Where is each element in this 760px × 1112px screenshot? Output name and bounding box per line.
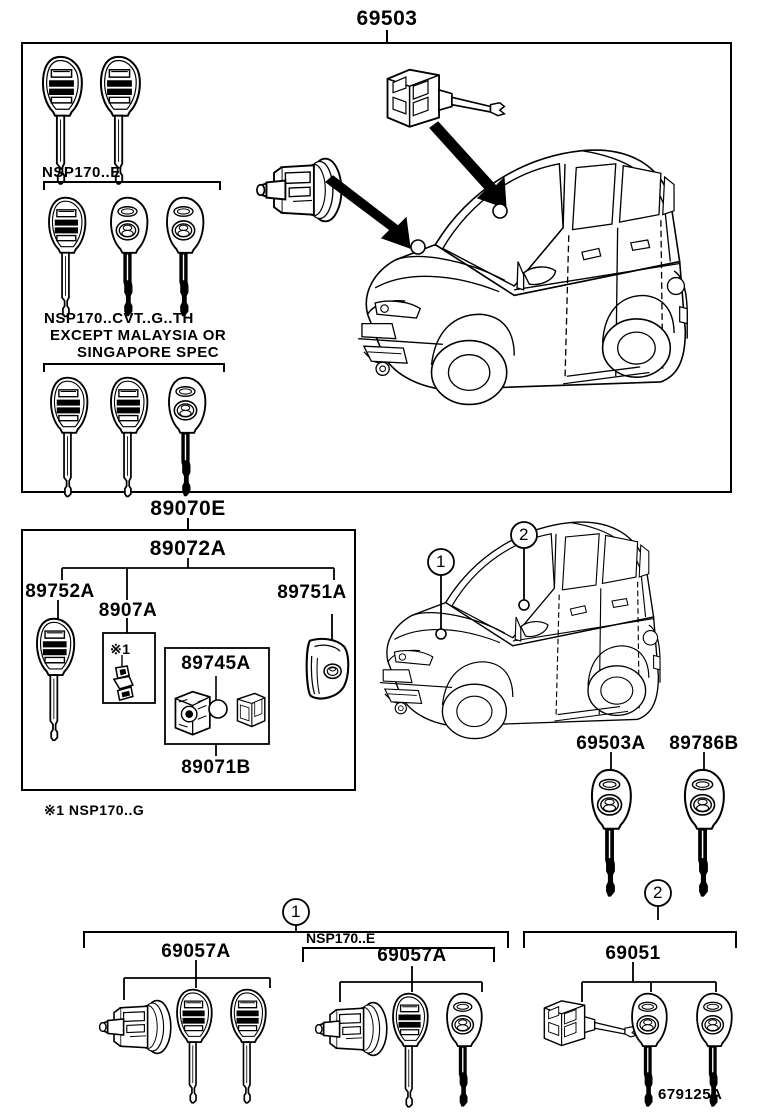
part-label-89751a: 89751A [277,582,347,603]
part-label-69057a-right: 69057A [377,945,447,966]
part-label-89745a: 89745A [181,653,251,674]
part-label-89752a: 89752A [25,581,95,602]
arrow-to-ignition [429,121,507,209]
part-label-8907a: 8907A [98,600,158,621]
part-89786b-key [683,768,725,897]
bracket-group2 [523,931,737,948]
part-label-69057a-left: 69057A [161,941,231,962]
part-69051-ignition-switch [543,1000,637,1047]
locator-dot-ignition [492,203,508,219]
mark-note-1: ※1 [110,641,131,657]
callout-2-number: 2 [519,525,529,544]
vehicle-illustration-top [357,149,688,406]
spec-label-nsp170e-bottom: NSP170..E [306,930,376,946]
spec-label-cvt-line3: SINGAPORE SPEC [77,344,220,361]
callout-1-dot [435,628,447,640]
footnote-nsp170g: ※1 NSP170..G [44,802,145,818]
part-69057a-left-cylinder [98,999,172,1055]
part-8907a-clips [113,665,134,701]
vehicle-illustration-mid [379,521,661,740]
key-cvt-1 [50,376,89,498]
part-label-89786b: 89786B [669,733,739,754]
panel-top-border [21,42,732,493]
part-label-69503a: 69503A [576,733,646,754]
diagram-id-code: 679125A [658,1086,723,1103]
arrow-to-door-lock [325,175,411,249]
part-69057a-left-key1 [176,988,213,1104]
part-label-89071b: 89071B [181,757,251,778]
part-89751a-smartkey [305,637,350,700]
bracket-nsp170cvt [43,363,225,372]
part-69057a-right-key2 [446,992,483,1107]
callout-1-bottom-number: 1 [291,902,301,921]
part-89745a-transponder [174,690,211,736]
spec-label-cvt-line1: NSP170..CVT..G..TH [44,310,194,327]
key-cvt-3 [168,376,207,497]
part-89752a-key [36,617,76,742]
part-label-69503: 69503 [356,7,418,30]
bracket-nsp170e-bottom [302,947,495,962]
key-e-3 [166,196,205,317]
part-label-89072a: 89072A [149,537,227,560]
door-lock-cylinder-top [255,157,343,223]
part-89745a-plate [236,692,266,728]
part-89745a-ring [208,699,228,719]
spec-label-nsp170e-top: NSP170..E [42,164,121,181]
bracket-nsp170e [43,181,221,190]
part-69503a-key [590,768,632,897]
ignition-switch-top [386,68,506,128]
callout-1-number: 1 [436,552,446,571]
callout-2-dot [518,599,530,611]
part-69057a-right-cylinder [314,1001,388,1057]
spec-label-cvt-line2: EXCEPT MALAYSIA OR [50,327,227,344]
key-e-2 [110,196,149,317]
key-e-1 [48,196,87,318]
part-label-69051: 69051 [605,943,661,964]
callout-2-bottom-number: 2 [653,883,663,902]
locator-dot-door [410,239,426,255]
box-89071b [164,647,270,745]
key-cvt-2 [110,376,149,498]
part-69057a-left-key2 [230,988,267,1104]
bracket-group1 [83,931,509,948]
part-label-89070e: 89070E [150,497,226,520]
box-8907a [102,632,156,704]
part-69057a-right-key1 [392,992,429,1108]
